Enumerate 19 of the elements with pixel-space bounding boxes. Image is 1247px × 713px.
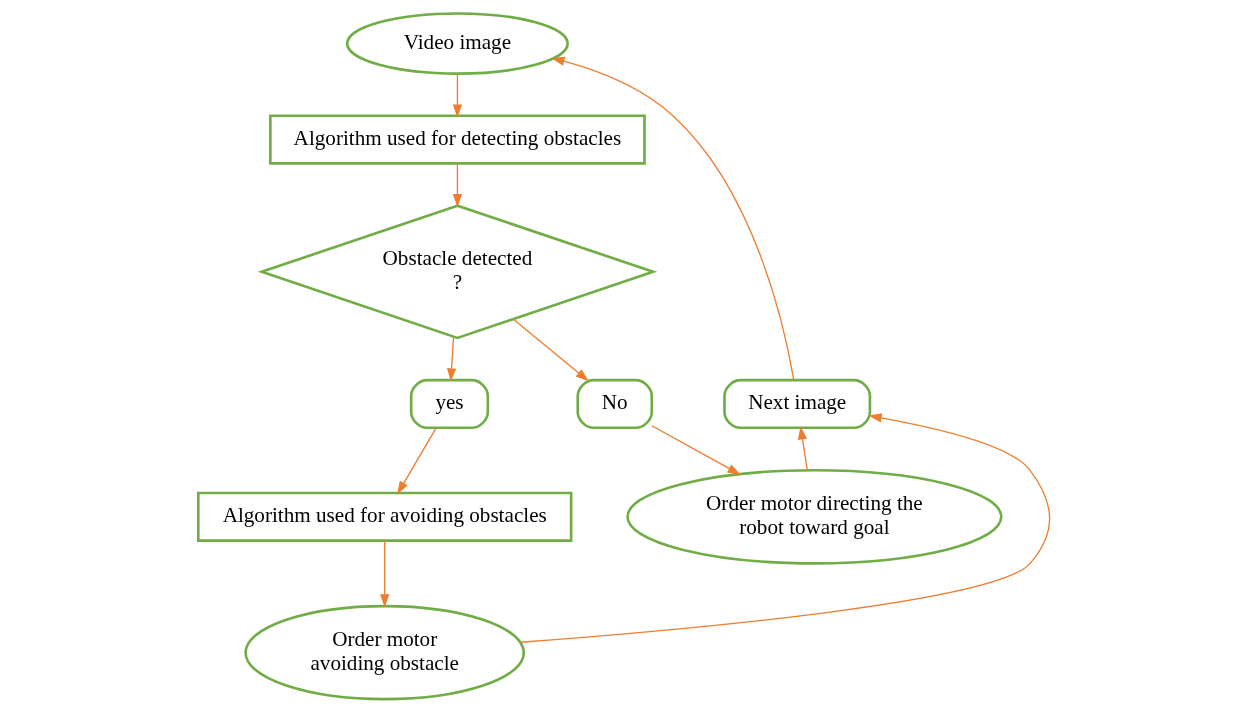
node-ellipse: Order motor avoiding obstacle: [243, 604, 525, 701]
arrow: [396, 427, 437, 495]
node-box: yes: [409, 378, 489, 430]
arrow: [512, 318, 589, 382]
arrow: [452, 73, 462, 118]
node-ellipse: Order motor directing the robot toward goal: [625, 468, 1003, 565]
arrow: [446, 336, 456, 382]
node-box: Algorithm used for avoiding obstacles: [196, 491, 572, 542]
arrow: [452, 162, 462, 208]
arrow: [550, 56, 794, 381]
node-box: Algorithm used for detecting obstacles: [268, 114, 646, 165]
node-box: Next image: [722, 378, 871, 430]
arrow: [519, 413, 1050, 643]
arrow: [797, 426, 808, 471]
arrow: [379, 540, 389, 608]
arrow: [650, 425, 741, 475]
node-box: No: [575, 378, 653, 430]
node-diamond: Obstacle detected ?: [257, 204, 657, 340]
node-ellipse: Video image: [345, 12, 569, 75]
